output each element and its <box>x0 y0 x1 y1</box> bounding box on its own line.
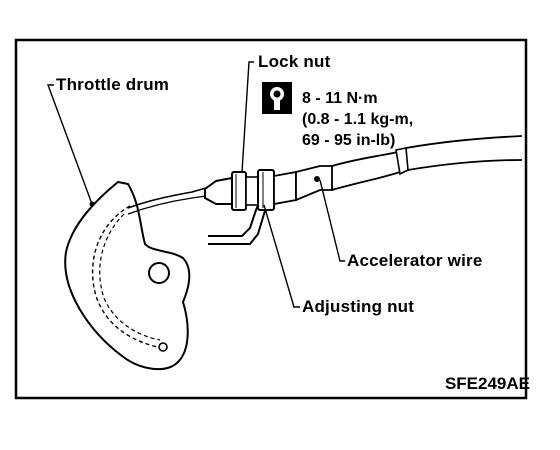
drum-groove-inner <box>99 213 161 341</box>
torque-wrench-icon <box>262 82 292 114</box>
inner-cable-2 <box>127 195 207 215</box>
adjusting-nut-label: Adjusting nut <box>302 297 415 316</box>
figure-frame <box>14 38 528 400</box>
torque-spec-kgm: (0.8 - 1.1 kg-m, <box>302 111 414 128</box>
thread-section <box>245 176 259 206</box>
leader-accelerator-wire <box>319 179 345 262</box>
drum-groove <box>91 205 163 349</box>
lock-nut-label: Lock nut <box>258 52 331 71</box>
inner-cable <box>127 187 207 209</box>
outer-cable <box>331 151 401 191</box>
figure-code: SFE249AE <box>444 374 530 393</box>
torque-spec-inlb: 69 - 95 in-lb) <box>302 132 396 149</box>
accelerator-wire-label: Accelerator wire <box>347 251 483 270</box>
leader-throttle-drum <box>46 84 93 205</box>
adjusting-nut-shape <box>257 169 275 211</box>
torque-spec-nm: 8 - 11 N·m <box>302 90 378 107</box>
threaded-body <box>273 170 297 206</box>
outer-cable-far <box>405 135 523 171</box>
cable-ferrule <box>395 147 409 176</box>
cable-end-fitting <box>204 176 233 205</box>
throttle-drum-label: Throttle drum <box>56 75 170 94</box>
wire-end-nipple <box>158 342 168 352</box>
lock-nut-shape <box>231 171 247 211</box>
leader-adjusting-nut <box>263 204 300 308</box>
leader-lock-nut <box>241 61 254 173</box>
cable-sleeve <box>295 165 333 202</box>
drum-pivot-hole <box>148 262 170 284</box>
throttle-drum <box>64 180 191 371</box>
torque-spec: 8 - 11 N·m (0.8 - 1.1 kg-m, 69 - 95 in-l… <box>302 88 413 151</box>
